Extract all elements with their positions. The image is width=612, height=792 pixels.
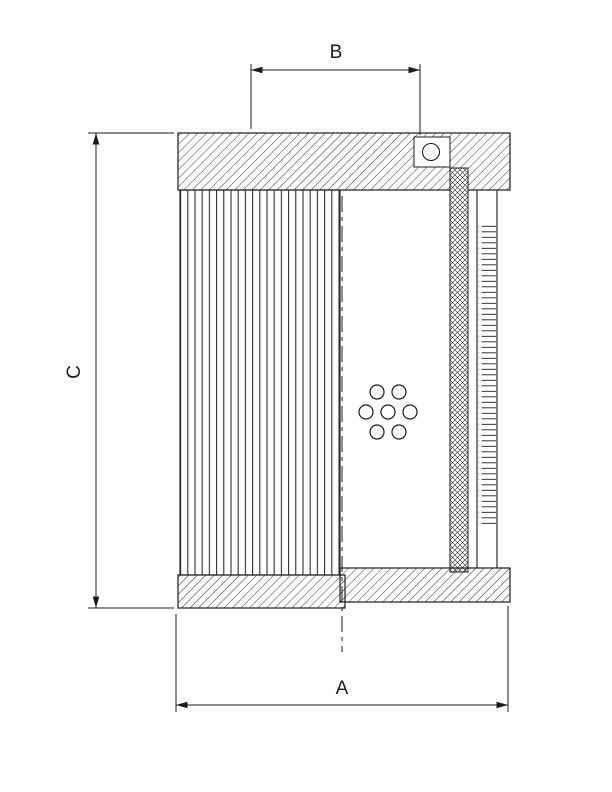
dimension-b-label: B xyxy=(330,42,343,63)
top-end-cap xyxy=(177,132,511,191)
pleated-media xyxy=(179,189,341,576)
perforation-hole xyxy=(391,424,407,440)
dimension-a-label: A xyxy=(336,678,349,699)
perforation-hole xyxy=(369,384,385,400)
dimension-a: A xyxy=(175,606,509,712)
bottom-end-cap xyxy=(177,567,511,609)
dimension-c-label: C xyxy=(64,365,85,379)
perforation-hole xyxy=(391,384,407,400)
perforation-hole xyxy=(380,404,396,420)
perforation-hole xyxy=(402,404,418,420)
perforation-holes xyxy=(358,384,418,440)
dimension-b: B xyxy=(250,42,421,135)
perforation-hole xyxy=(358,404,374,420)
outer-mesh-strip xyxy=(449,167,469,573)
seal-ring-circle xyxy=(421,142,441,162)
support-core-tube xyxy=(476,190,498,568)
perforation-hole xyxy=(369,424,385,440)
dimension-c: C xyxy=(64,132,174,609)
